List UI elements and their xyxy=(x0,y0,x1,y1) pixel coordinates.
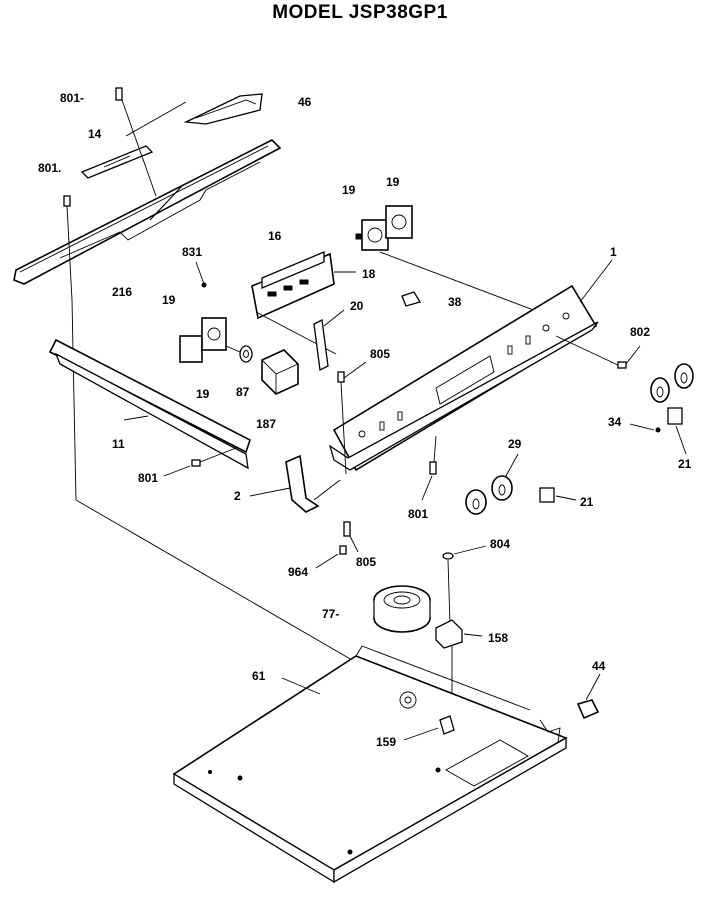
part-21-knob-skirt-upper[interactable] xyxy=(667,407,687,455)
screw-801-left[interactable] xyxy=(63,195,77,501)
callout-19-lower-a: 19 xyxy=(162,293,176,307)
part-1-control-panel[interactable] xyxy=(328,259,621,472)
part-16-control-board[interactable] xyxy=(251,251,356,320)
callout-801-top: 801- xyxy=(60,91,84,105)
callout-159: 159 xyxy=(376,735,396,749)
part-20-bracket[interactable] xyxy=(313,309,345,371)
part-21-knob-skirt-lower[interactable] xyxy=(539,487,577,503)
callout-805-lower: 805 xyxy=(356,555,376,569)
callout-20: 20 xyxy=(350,299,364,313)
part-14-bracket[interactable] xyxy=(80,145,154,179)
callout-964: 964 xyxy=(288,565,308,579)
callout-802: 802 xyxy=(630,325,650,339)
callout-77: 77- xyxy=(322,607,339,621)
part-29-knob-upper-right[interactable] xyxy=(650,363,694,403)
callout-29: 29 xyxy=(508,437,522,451)
guide-line-46 xyxy=(125,101,187,137)
part-19-switch-upper-right[interactable] xyxy=(385,205,413,239)
part-159-bracket[interactable] xyxy=(403,715,455,741)
part-187-box[interactable] xyxy=(261,349,299,395)
callout-14: 14 xyxy=(88,127,102,141)
callout-2: 2 xyxy=(234,489,241,503)
part-77-element[interactable] xyxy=(373,585,431,633)
screw-804[interactable] xyxy=(442,545,487,625)
part-19-switch-upper-left[interactable] xyxy=(355,219,389,251)
callout-804: 804 xyxy=(490,537,510,551)
part-11-trim-strip[interactable] xyxy=(48,338,251,470)
callout-1: 1 xyxy=(610,245,617,259)
callout-216: 216 xyxy=(112,285,132,299)
diagram-title: MODEL JSP38GP1 xyxy=(272,2,448,23)
callout-11: 11 xyxy=(112,437,125,451)
callout-19-upper-b: 19 xyxy=(386,175,400,189)
callout-831: 831 xyxy=(182,245,202,259)
callout-46: 46 xyxy=(298,95,312,109)
part-29-knob-lower[interactable] xyxy=(465,453,519,515)
callout-44: 44 xyxy=(592,659,606,673)
callout-16: 16 xyxy=(268,229,282,243)
pan-corner-detail xyxy=(539,719,561,743)
screw-801-panel[interactable] xyxy=(421,435,437,501)
callout-158: 158 xyxy=(488,631,508,645)
callout-18: 18 xyxy=(362,267,376,281)
part-964-grommet[interactable] xyxy=(315,545,347,569)
part-34-spring[interactable] xyxy=(629,423,661,433)
screw-831[interactable] xyxy=(195,261,207,288)
callout-19-lower-b: 19 xyxy=(196,387,210,401)
screw-805-lower[interactable] xyxy=(343,521,359,553)
screw-801-top[interactable] xyxy=(115,87,157,197)
screw-805-upper[interactable] xyxy=(337,361,367,475)
callout-38: 38 xyxy=(448,295,462,309)
part-19-switch-lower-left[interactable] xyxy=(179,317,227,363)
callout-61: 61 xyxy=(252,669,266,683)
callout-21-upper: 21 xyxy=(678,457,692,471)
part-38-clip[interactable] xyxy=(401,291,421,307)
callout-801-trim: 801 xyxy=(138,471,158,485)
part-61-base-pan[interactable] xyxy=(172,645,568,884)
callout-805-upper: 805 xyxy=(370,347,390,361)
callout-87: 87 xyxy=(236,385,250,399)
part-87-nut[interactable] xyxy=(225,345,253,363)
guide-line-left-base xyxy=(75,499,353,661)
part-216-top-trim[interactable] xyxy=(13,139,282,285)
callout-21-lower: 21 xyxy=(580,495,594,509)
callout-801-panel: 801 xyxy=(408,507,428,521)
guide-line-switch xyxy=(379,251,561,321)
part-2-bracket[interactable] xyxy=(249,454,341,513)
part-44-clip[interactable] xyxy=(576,673,601,720)
screw-802[interactable] xyxy=(617,345,641,369)
callout-187: 187 xyxy=(256,417,276,431)
callout-19-upper-a: 19 xyxy=(342,183,356,197)
callout-801-left: 801. xyxy=(38,161,61,175)
screw-801-trim[interactable] xyxy=(163,447,237,477)
callout-34: 34 xyxy=(608,415,622,429)
part-46-shield[interactable] xyxy=(183,93,263,125)
